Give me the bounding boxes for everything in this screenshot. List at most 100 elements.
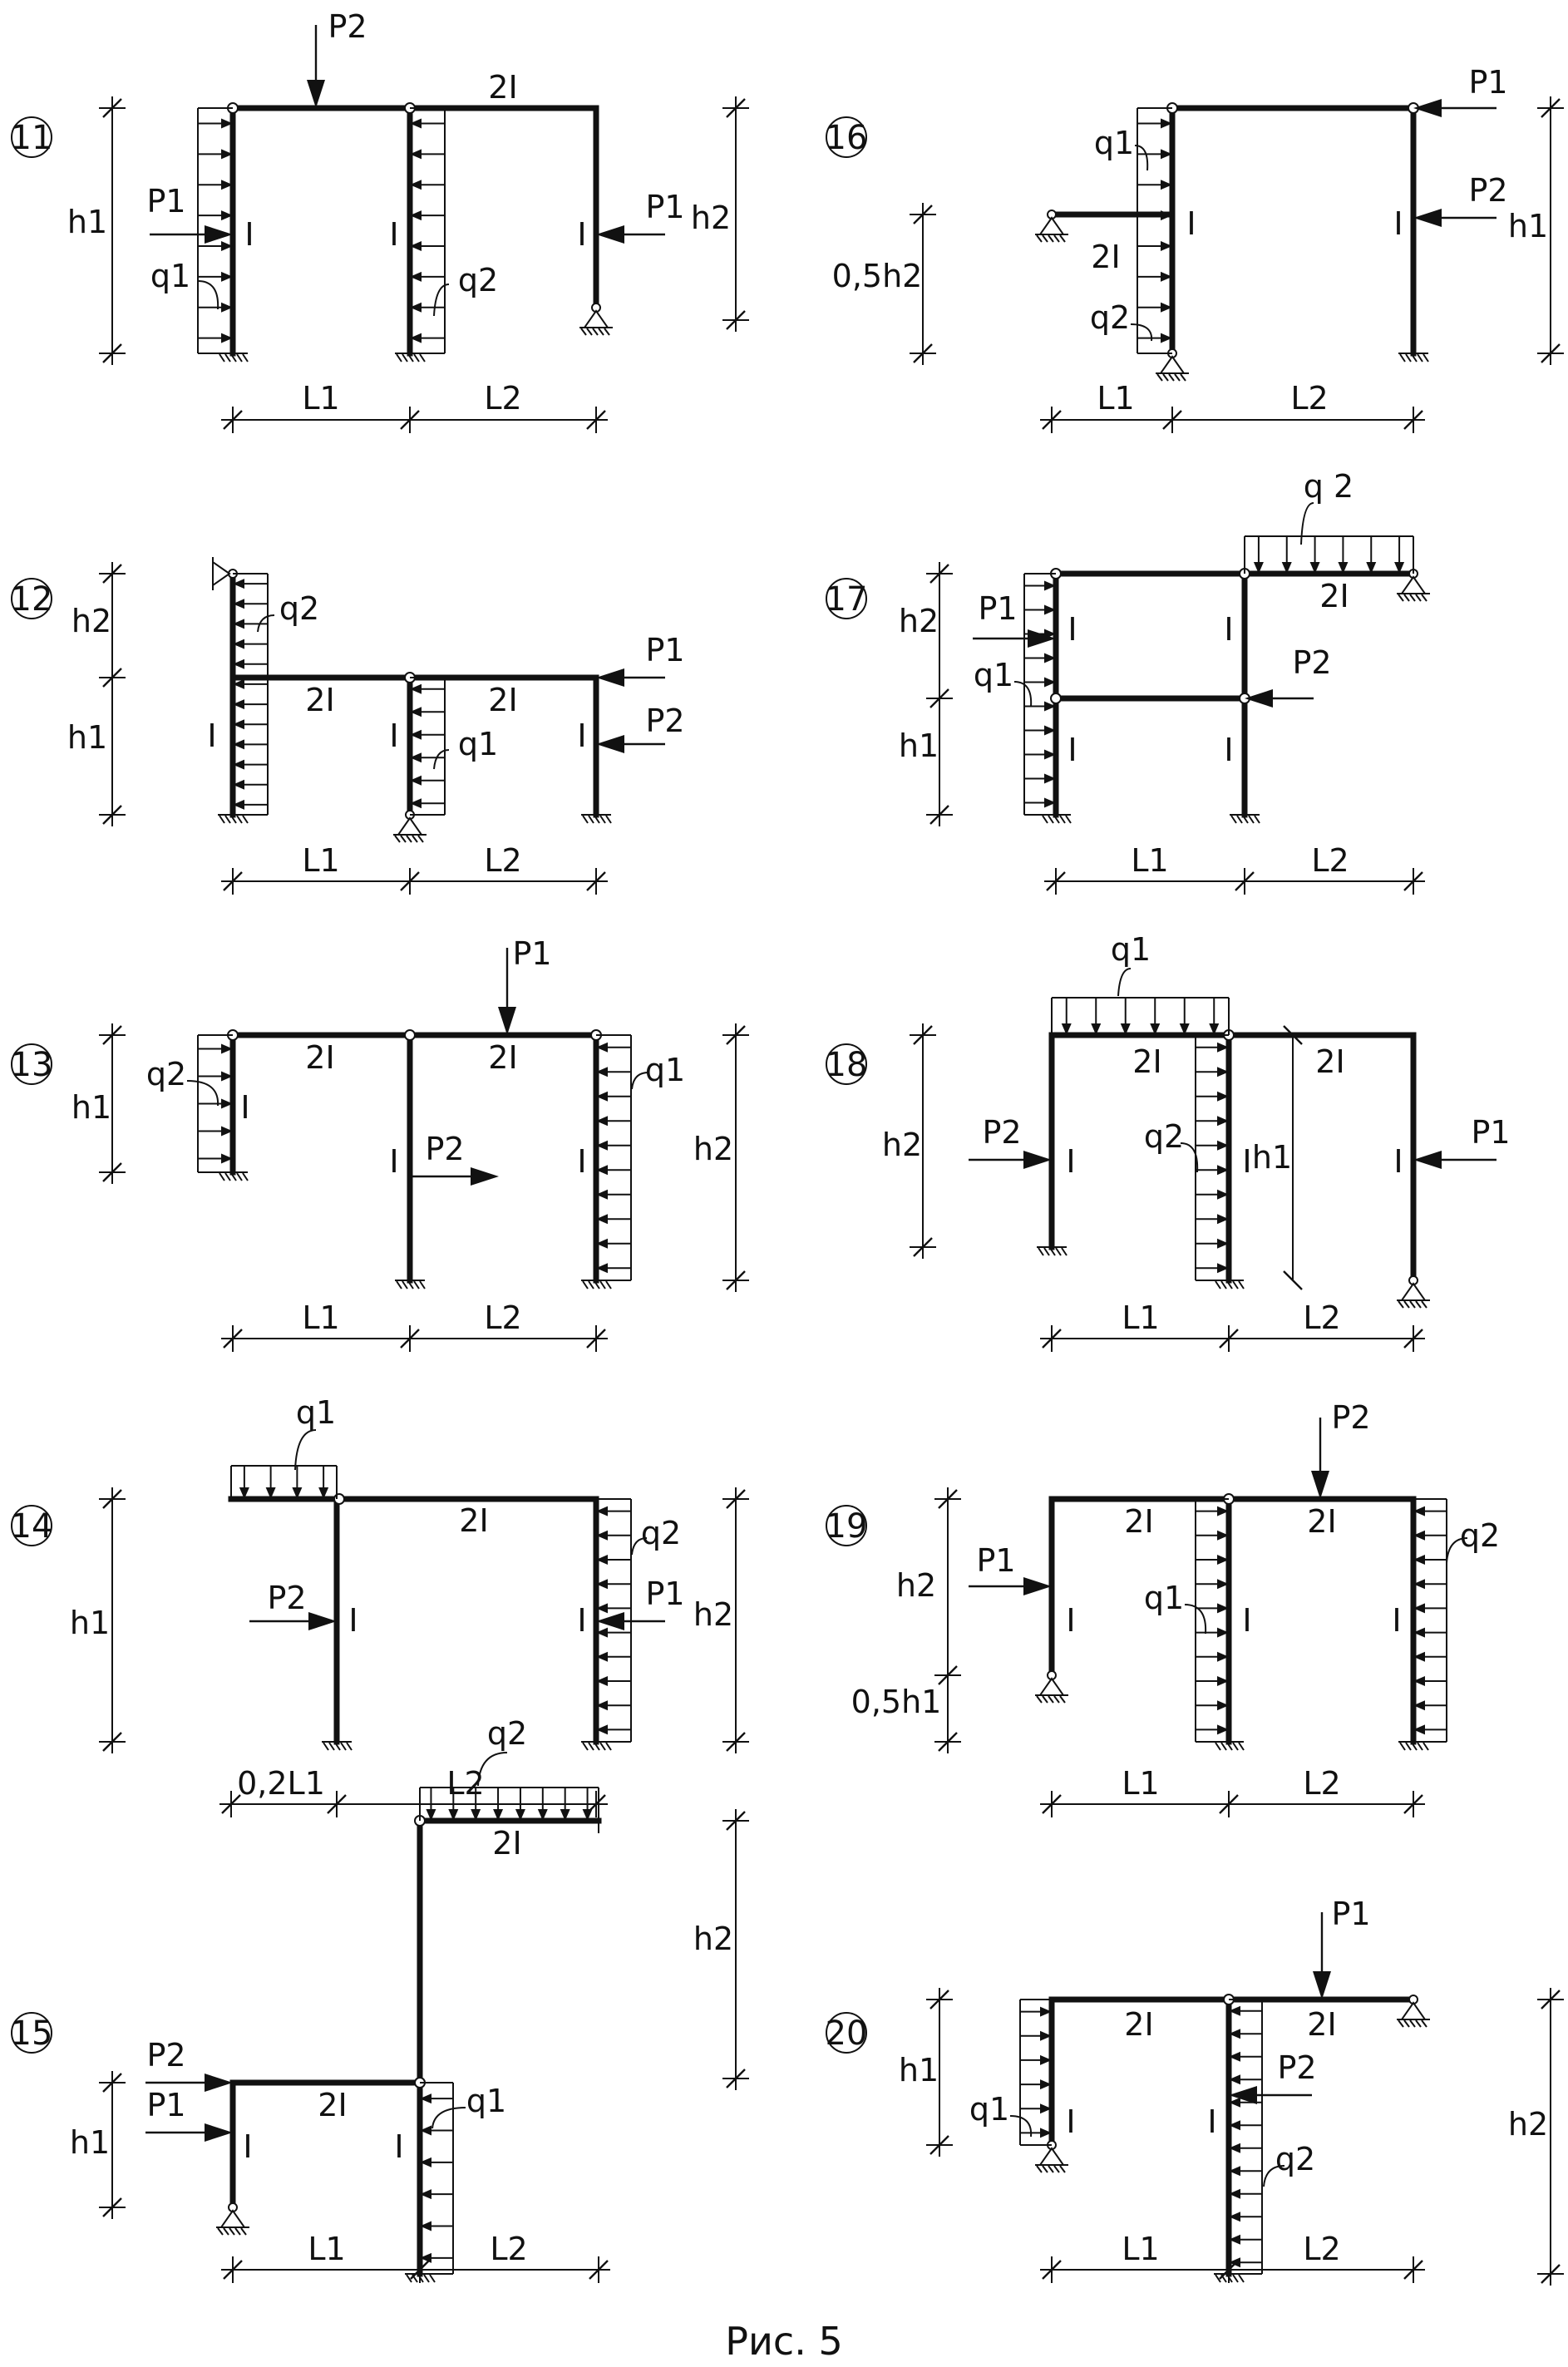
dimension-line	[221, 2256, 610, 2283]
leader-line	[197, 280, 219, 310]
force-arrow	[498, 948, 516, 1035]
panel-label: P2	[146, 2037, 185, 2074]
panel-label: h1	[67, 204, 107, 240]
panel-label: L2	[1303, 1299, 1340, 1336]
force-arrow	[596, 668, 665, 687]
tick	[102, 2197, 122, 2217]
tick	[102, 98, 122, 118]
tick	[1283, 1025, 1303, 1045]
hatch	[242, 815, 249, 824]
arrowhead	[1044, 749, 1056, 760]
panel-label: P2	[645, 703, 684, 739]
arrowhead	[221, 1098, 233, 1109]
arrowhead	[239, 1487, 249, 1499]
panel-label: I	[1068, 732, 1077, 768]
arrowhead	[410, 180, 422, 190]
force-arrow	[145, 2074, 233, 2092]
panel-label: I	[1242, 1143, 1251, 1180]
tick	[586, 410, 606, 430]
hatch	[1048, 234, 1054, 243]
arrowhead	[233, 759, 244, 770]
fixed-support	[1398, 353, 1429, 362]
hatch	[605, 1280, 612, 1290]
arrowhead	[205, 2123, 233, 2142]
hatch	[1036, 2165, 1043, 2173]
panel-label: I	[577, 216, 586, 253]
arrowhead	[1229, 2212, 1240, 2222]
arrowhead	[1394, 562, 1405, 574]
leader-line	[1263, 2165, 1285, 2187]
force-arrow	[1413, 209, 1497, 227]
arrowhead	[308, 1612, 337, 1630]
panel-label: h2	[71, 603, 111, 639]
tick	[929, 805, 949, 825]
arrowhead	[596, 1724, 608, 1735]
tick	[400, 1329, 420, 1349]
panel-label: q2	[1090, 299, 1130, 336]
distributed-load	[419, 1787, 599, 1821]
arrowhead	[1309, 562, 1320, 574]
arrowhead	[410, 240, 422, 251]
arrowhead	[1229, 2234, 1240, 2245]
hatch	[429, 2274, 436, 2283]
hatch	[223, 2227, 229, 2236]
arrowhead	[471, 1809, 481, 1821]
hatch	[1398, 594, 1404, 602]
panel-number: 17	[826, 580, 868, 619]
hatch	[1053, 1695, 1060, 1704]
tick	[726, 2069, 746, 2088]
dimension-line	[1537, 96, 1564, 365]
hatch	[1156, 373, 1163, 382]
tick	[586, 871, 606, 891]
hatch	[406, 2274, 412, 2283]
tick	[913, 1025, 933, 1045]
leader-line	[631, 1537, 648, 1556]
arrowhead	[221, 210, 233, 221]
panel-label: 2I	[1307, 2006, 1336, 2043]
arrowhead	[1413, 1627, 1425, 1638]
panel-number: 13	[11, 1046, 53, 1084]
panel-label: q1	[296, 1394, 336, 1431]
arrowhead	[410, 271, 422, 282]
distributed-load	[197, 1034, 233, 1173]
arrowhead	[1229, 2120, 1240, 2131]
panel-label: P2	[328, 8, 367, 45]
hatch	[1162, 373, 1169, 382]
hatch	[224, 353, 231, 362]
arrowhead	[205, 2074, 233, 2092]
arrowhead	[596, 1263, 608, 1274]
hatch	[1055, 1247, 1062, 1256]
tick	[929, 2135, 949, 2155]
arrowhead	[233, 658, 244, 669]
dimension-line	[1537, 1988, 1564, 2286]
panel-label: h2	[899, 603, 939, 639]
hatch	[406, 835, 412, 843]
hatch	[1421, 2019, 1427, 2028]
hatch	[599, 1742, 606, 1751]
hatch	[407, 1280, 414, 1290]
dimension-line	[910, 203, 936, 365]
hatch	[1226, 1280, 1233, 1290]
hatch	[1053, 815, 1060, 824]
hatch	[580, 328, 587, 336]
fixed-support	[322, 1741, 353, 1751]
distributed-load	[1137, 107, 1172, 354]
arrowhead	[1150, 1023, 1161, 1035]
dimension-line	[910, 1023, 936, 1259]
panel-label: h1	[70, 1605, 110, 1641]
arrowhead	[1217, 1724, 1229, 1735]
hatch	[1403, 594, 1410, 602]
panel-label: P1	[512, 935, 551, 972]
hatch	[1232, 1280, 1239, 1290]
panel-label: I	[1392, 1602, 1401, 1639]
arrowhead	[233, 699, 244, 710]
hatch	[1220, 1742, 1227, 1751]
arrowhead	[221, 1153, 233, 1164]
hatch	[598, 328, 604, 336]
dimension-line	[99, 2071, 126, 2219]
force-arrow	[249, 1612, 337, 1630]
tick	[1283, 1270, 1303, 1290]
